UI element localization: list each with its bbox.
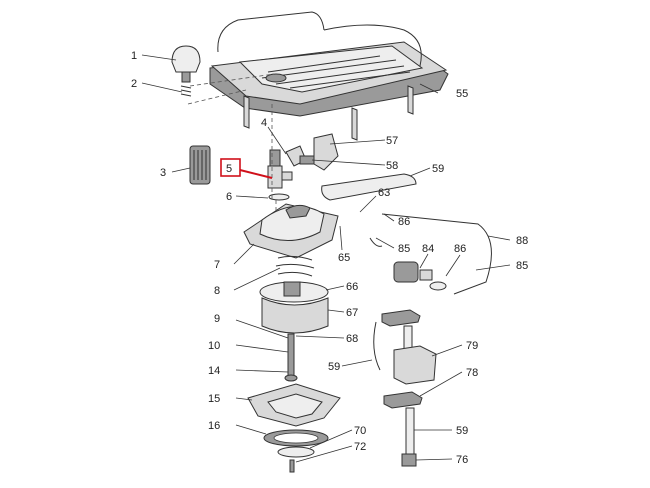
label-4: 4 [261,117,267,129]
label-67: 67 [346,307,358,319]
label-86-right: 86 [454,243,466,255]
label-66: 66 [346,281,358,293]
label-88: 88 [516,235,528,247]
highlight-box [220,158,241,177]
label-86-top: 86 [398,216,410,228]
label-68: 68 [346,333,358,345]
shaft [284,333,298,382]
drip-tray [209,11,449,141]
leader-lines [141,54,511,463]
label-76: 76 [456,454,468,466]
label-59-mid: 59 [328,361,340,373]
pump-motor [381,261,447,409]
pump-base [247,383,341,427]
label-57: 57 [386,135,398,147]
label-58: 58 [386,160,398,172]
label-6: 6 [226,191,232,203]
guide-valve-head [271,104,277,214]
label-1: 1 [131,50,137,62]
label-7: 7 [214,259,220,271]
spring-large [275,255,315,277]
label-79: 79 [466,340,478,352]
label-72: 72 [354,441,366,453]
spring-small [180,85,192,97]
label-59-bottom: 59 [456,425,468,437]
part-5-highlight [220,158,273,179]
label-15: 15 [208,393,220,405]
label-55: 55 [456,88,468,100]
label-63: 63 [378,187,390,199]
label-70: 70 [354,425,366,437]
label-14: 14 [208,365,220,377]
label-8: 8 [214,285,220,297]
label-3: 3 [160,167,166,179]
label-59-top: 59 [432,163,444,175]
float-knob [171,45,201,83]
base-gasket [263,429,329,473]
label-10: 10 [208,340,220,352]
label-5: 5 [226,163,232,175]
label-2: 2 [131,78,137,90]
label-9: 9 [214,313,220,325]
hoses [321,173,492,467]
label-78: 78 [466,367,478,379]
part-labels: 1 2 3 4 5 6 7 8 9 10 14 15 16 55 57 58 5… [131,50,528,466]
pump-head [243,203,339,259]
label-84: 84 [422,243,434,255]
label-85-right: 85 [516,260,528,272]
cup [259,281,329,334]
filter [189,145,211,185]
guide-knob-tray [187,73,275,105]
label-16: 16 [208,420,220,432]
label-65: 65 [338,252,350,264]
label-85-top: 85 [398,243,410,255]
highlight-leader [239,169,273,179]
